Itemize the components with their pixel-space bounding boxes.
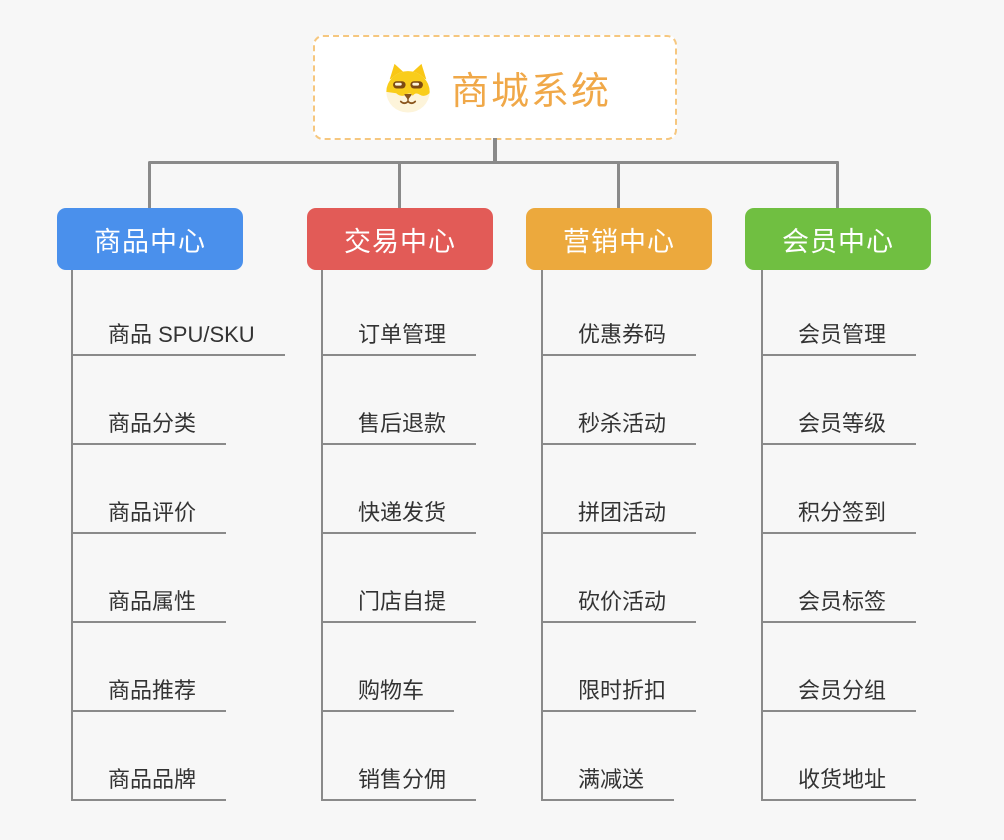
leaf-node[interactable]: 限时折扣 <box>543 676 697 712</box>
leaf-node[interactable]: 商品分类 <box>73 409 227 445</box>
leaf-node[interactable]: 秒杀活动 <box>543 409 697 445</box>
leaf-node[interactable]: 会员分组 <box>763 676 917 712</box>
leaf-node[interactable]: 优惠券码 <box>543 320 697 356</box>
leaf-node[interactable]: 订单管理 <box>323 320 477 356</box>
branch-children-products: 商品 SPU/SKU 商品分类 商品评价 商品属性 商品推荐 商品品牌 <box>71 270 285 801</box>
connector-drop-trade <box>398 161 401 209</box>
root-title: 商城系统 <box>450 71 611 113</box>
leaf-node[interactable]: 快递发货 <box>323 498 477 534</box>
leaf-node[interactable]: 购物车 <box>323 676 455 712</box>
connector-horizontal <box>149 161 839 164</box>
leaf-node[interactable]: 拼团活动 <box>543 498 697 534</box>
root-node[interactable]: 商城系统 <box>313 35 677 140</box>
leaf-node[interactable]: 商品品牌 <box>73 765 227 801</box>
branch-children-marketing: 优惠券码 秒杀活动 拼团活动 砍价活动 限时折扣 满减送 <box>541 270 697 801</box>
connector-drop-members <box>836 161 839 209</box>
leaf-node[interactable]: 售后退款 <box>323 409 477 445</box>
leaf-node[interactable]: 会员管理 <box>763 320 917 356</box>
leaf-node[interactable]: 商品 SPU/SKU <box>73 320 285 356</box>
leaf-node[interactable]: 商品评价 <box>73 498 227 534</box>
leaf-node[interactable]: 商品属性 <box>73 587 227 623</box>
leaf-node[interactable]: 会员等级 <box>763 409 917 445</box>
leaf-node[interactable]: 收货地址 <box>763 765 917 801</box>
leaf-node[interactable]: 商品推荐 <box>73 676 227 712</box>
leaf-node[interactable]: 会员标签 <box>763 587 917 623</box>
branch-label: 营销中心 <box>563 226 675 257</box>
branch-label: 商品中心 <box>94 226 206 257</box>
branch-node-products[interactable]: 商品中心 <box>57 208 243 270</box>
branch-label: 会员中心 <box>782 226 894 257</box>
connector-root-stub <box>493 138 497 164</box>
branch-node-members[interactable]: 会员中心 <box>745 208 931 270</box>
leaf-node[interactable]: 销售分佣 <box>323 765 477 801</box>
leaf-node[interactable]: 门店自提 <box>323 587 477 623</box>
leaf-node[interactable]: 满减送 <box>543 765 675 801</box>
leaf-node[interactable]: 砍价活动 <box>543 587 697 623</box>
leaf-node[interactable]: 积分签到 <box>763 498 917 534</box>
branch-children-trade: 订单管理 售后退款 快递发货 门店自提 购物车 销售分佣 <box>321 270 477 801</box>
branch-children-members: 会员管理 会员等级 积分签到 会员标签 会员分组 收货地址 <box>761 270 917 801</box>
dog-face-icon <box>386 63 430 113</box>
connector-drop-products <box>148 161 151 209</box>
branch-node-marketing[interactable]: 营销中心 <box>526 208 712 270</box>
branch-label: 交易中心 <box>344 226 456 257</box>
connector-drop-marketing <box>617 161 620 209</box>
branch-node-trade[interactable]: 交易中心 <box>307 208 493 270</box>
